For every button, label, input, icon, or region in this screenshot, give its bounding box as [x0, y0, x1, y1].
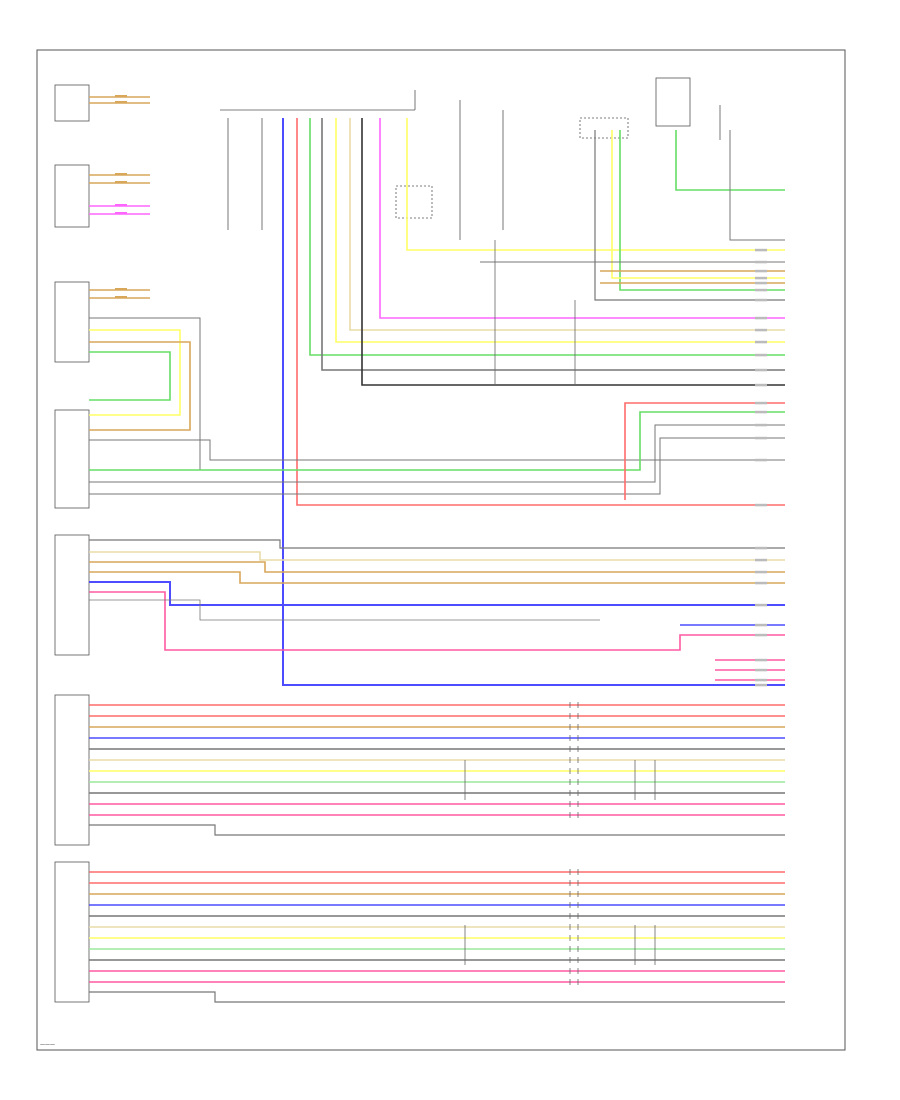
pin-mark — [755, 260, 767, 264]
pin-mark — [755, 328, 767, 332]
left-components — [54, 84, 90, 1003]
wire — [89, 411, 785, 471]
component-box — [54, 861, 90, 1003]
pin-mark — [755, 288, 767, 292]
pin-mark — [755, 298, 767, 302]
wire — [89, 329, 181, 416]
pin-mark — [755, 603, 767, 607]
pin-mark — [755, 383, 767, 387]
component-box — [395, 185, 433, 219]
wire — [349, 118, 785, 331]
wire — [624, 402, 785, 500]
wire — [89, 424, 785, 483]
pin-mark — [755, 248, 767, 252]
connector-group — [464, 240, 656, 985]
pin-mark — [755, 436, 767, 440]
wire — [361, 118, 785, 386]
component-box — [54, 84, 90, 122]
pin-mark — [755, 546, 767, 550]
pin-mark — [115, 95, 127, 98]
component-box — [54, 281, 90, 363]
pin-mark — [755, 570, 767, 574]
wire — [89, 561, 785, 573]
wire — [89, 341, 191, 431]
component-box — [54, 694, 90, 846]
component-box — [655, 77, 691, 127]
pin-mark — [755, 683, 767, 687]
wire — [89, 351, 171, 401]
pin-mark — [755, 368, 767, 372]
pin-mark — [755, 633, 767, 637]
top-components — [220, 77, 721, 240]
wire — [89, 437, 785, 495]
pin-mark — [115, 173, 127, 176]
wire — [89, 991, 785, 1003]
wire — [594, 130, 785, 301]
pin-mark — [115, 101, 127, 104]
wire — [89, 824, 785, 836]
wire — [89, 317, 201, 470]
wire — [89, 571, 785, 584]
wire — [406, 118, 785, 251]
wire — [89, 439, 785, 461]
wire — [675, 130, 785, 191]
wire — [89, 581, 785, 606]
pin-mark — [115, 296, 127, 299]
pin-mark — [115, 288, 127, 291]
wire — [729, 130, 785, 241]
pin-mark — [755, 658, 767, 662]
wire — [296, 118, 785, 506]
pin-mark — [755, 678, 767, 682]
pin-mark — [755, 353, 767, 357]
diagram-frame — [36, 49, 846, 1051]
footer-code: ——— — [40, 1042, 55, 1048]
pin-mark — [755, 581, 767, 585]
pin-mark — [755, 410, 767, 414]
pin-mark — [755, 401, 767, 405]
pin-mark — [755, 269, 767, 273]
wire — [309, 118, 785, 356]
pin-mark — [755, 503, 767, 507]
wire — [282, 118, 785, 686]
pin-mark — [755, 668, 767, 672]
wire — [335, 118, 785, 343]
pin-mark — [755, 340, 767, 344]
wire — [619, 130, 785, 291]
wire — [321, 118, 785, 371]
pin-mark — [755, 458, 767, 462]
pin-mark — [755, 276, 767, 280]
component-box — [54, 409, 90, 509]
pin-mark — [115, 204, 127, 207]
pin-mark — [115, 181, 127, 184]
component-box — [579, 117, 629, 139]
wire-group — [89, 96, 785, 1003]
pin-mark — [755, 558, 767, 562]
wire — [89, 599, 600, 621]
wire — [89, 591, 785, 651]
wire — [379, 118, 785, 319]
pin-mark — [115, 212, 127, 215]
component-box — [54, 534, 90, 656]
wire — [611, 130, 785, 279]
pin-mark — [755, 316, 767, 320]
pin-group — [115, 95, 767, 687]
component-box — [54, 164, 90, 228]
wire — [89, 539, 785, 549]
pin-mark — [755, 423, 767, 427]
pin-mark — [755, 623, 767, 627]
pin-mark — [755, 281, 767, 285]
wire — [89, 551, 785, 561]
